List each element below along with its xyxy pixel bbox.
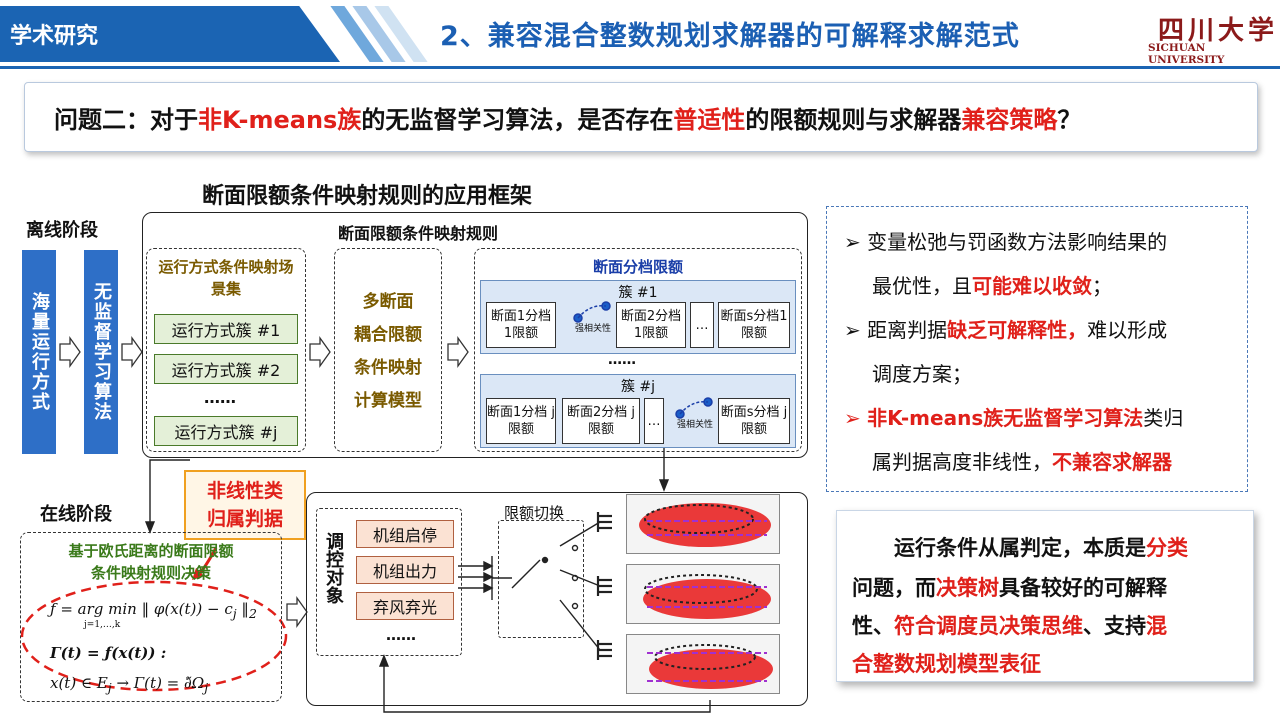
bar-massive-modes: 海量运行方式	[22, 250, 56, 454]
scene-set-box	[146, 248, 306, 452]
control-item: 机组启停	[356, 520, 454, 548]
slide-title: 2、兼容混合整数规划求解器的可解释求解范式	[440, 21, 1020, 52]
header-divider	[0, 66, 1280, 69]
conclusion-line-4: 合整数规划模型表征	[852, 652, 1041, 676]
formula-mapping: x(t) ∈ Ej → Γ(t) = ∂̃Ωj	[50, 674, 209, 695]
control-item: 弃风弃光	[356, 592, 454, 620]
bullet-1-cont: 最优性，且可能难以收敛；	[872, 274, 1112, 298]
conclusion-line-1: 运行条件从属判定，本质是分类	[894, 536, 1188, 560]
cluster-ellipsis: ……	[204, 388, 236, 407]
bullet-3: ➢ 非K-means族无监督学习算法类归	[844, 406, 1184, 430]
control-objects-box	[316, 508, 462, 656]
limit-cell: 断面s分档 j限额	[718, 398, 790, 444]
control-objects-label: 调控对象	[323, 532, 344, 604]
bar-unsupervised-algo: 无监督学习算法	[84, 250, 118, 454]
online-decision-box	[20, 532, 282, 702]
framework-title: 断面限额条件映射规则的应用框架	[202, 184, 533, 209]
university-logo-en: SICHUAN UNIVERSITY	[1148, 42, 1225, 66]
hollow-arrow-icon	[121, 335, 143, 369]
nonlinear-criterion-box: 非线性类归属判据	[184, 470, 306, 540]
control-item: 机组出力	[356, 556, 454, 584]
university-logo-cn: 四川大学	[1158, 16, 1279, 46]
limit-cell-ellipsis: …	[690, 302, 714, 348]
cluster-item: 运行方式簇 #1	[154, 314, 298, 344]
section-tag-bg	[0, 6, 340, 62]
rules-framework-box	[142, 212, 808, 458]
model-box	[334, 248, 442, 452]
limit-switch-box	[498, 520, 584, 638]
limit-cell: 断面2分档1限额	[616, 302, 686, 348]
online-control-box	[306, 492, 808, 706]
limit-cell: 断面1分档1限额	[486, 302, 556, 348]
question-box	[24, 82, 1258, 152]
control-ellipsis: ……	[386, 626, 416, 644]
bullet-3-cont: 属判据高度非线性，不兼容求解器	[872, 450, 1172, 474]
issues-box	[826, 206, 1248, 492]
conclusion-line-3: 性、符合调度员决策思维、支持混	[852, 614, 1167, 638]
conclusion-line-2: 问题，而决策树具备较好的可解释	[852, 576, 1167, 600]
strong-corr-label: 强相关性	[574, 324, 611, 334]
online-decision-title: 基于欧氏距离的断面限额条件映射规则决策	[68, 542, 234, 582]
scatter-plot	[626, 494, 780, 554]
section-tag: 学术研究	[10, 24, 99, 49]
limit-cell-ellipsis: …	[644, 398, 664, 444]
scatter-plot	[626, 634, 780, 694]
offline-stage-label: 离线阶段	[26, 220, 98, 241]
question-text: 问题二：对于非K-means族的无监督学习算法，是否存在普适性的限额规则与求解器…	[54, 106, 1082, 134]
bullet-1: ➢ 变量松弛与罚函数方法影响结果的	[844, 230, 1168, 254]
cluster-item: 运行方式簇 #j	[154, 416, 298, 446]
model-text: 多断面耦合限额条件映射计算模型	[354, 292, 422, 411]
hollow-arrow-icon	[286, 595, 308, 629]
cluster1-label: 簇 #1	[618, 285, 658, 301]
scatter-plot	[626, 564, 780, 624]
conclusion-box	[836, 510, 1254, 682]
panel-ellipsis: ……	[608, 352, 636, 368]
hollow-arrow-icon	[59, 335, 81, 369]
limit-cell: 断面s分档1限额	[718, 302, 790, 348]
formula-subscript: j=1,…,k	[84, 620, 121, 630]
tiered-limit-box	[474, 248, 802, 452]
limit-cell: 断面2分档 j限额	[562, 398, 640, 444]
cluster-item: 运行方式簇 #2	[154, 354, 298, 384]
rules-title: 断面限额条件映射规则	[338, 224, 499, 243]
bullet-2-cont: 调度方案；	[872, 362, 972, 386]
limit-switch-label: 限额切换	[504, 504, 565, 522]
bullet-2: ➢ 距离判据缺乏可解释性，难以形成	[844, 318, 1168, 342]
strong-corr-label: 强相关性	[676, 420, 713, 430]
tiered-limit-title: 断面分档限额	[592, 258, 683, 276]
formula-gamma: Γ(t) = ƒ(x(t)) :	[50, 644, 167, 662]
clusterj-label: 簇 #j	[620, 379, 656, 395]
scene-set-title: 运行方式条件映射场景集	[158, 258, 294, 298]
formula-argmin: ƒ = arg min ‖ φ(x(t)) − cj ‖2	[50, 600, 257, 621]
limit-cell: 断面1分档 j限额	[486, 398, 556, 444]
online-stage-label: 在线阶段	[40, 504, 112, 525]
